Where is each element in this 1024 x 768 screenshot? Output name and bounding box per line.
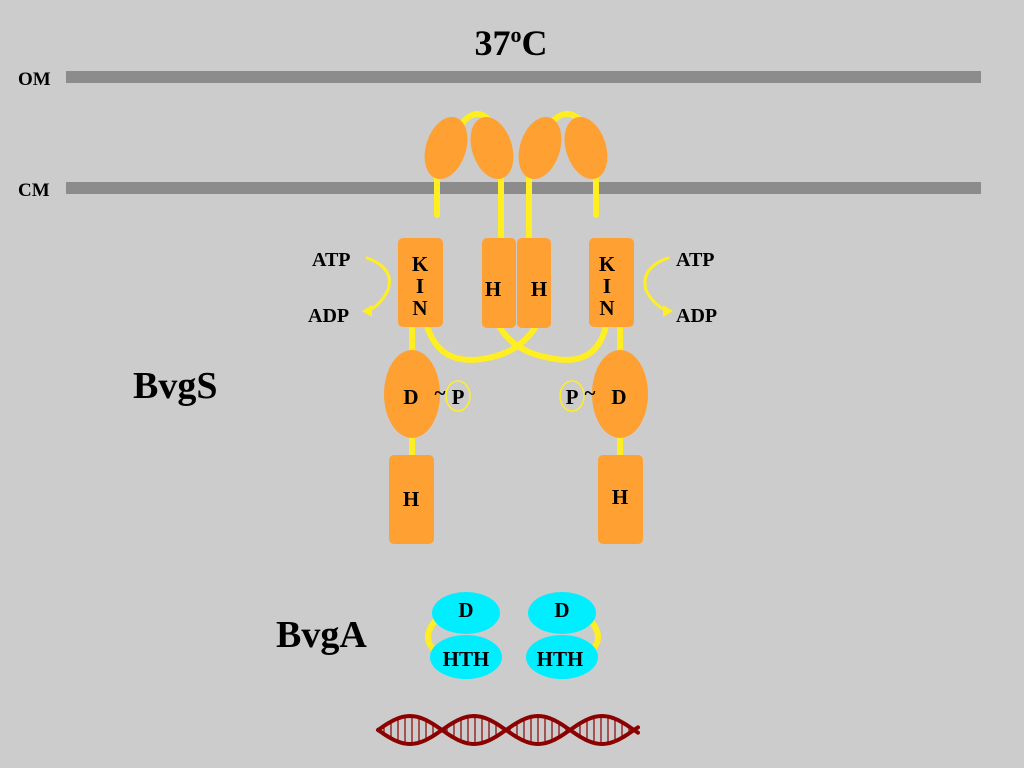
outer-membrane (66, 71, 981, 83)
phosphate-circle-right (559, 380, 585, 412)
adp-label-right: ADP (676, 305, 717, 327)
bvga-hth-label-left: HTH (443, 647, 490, 671)
bvgs-label: BvgS (133, 365, 217, 407)
atp-label-right: ATP (676, 249, 715, 271)
adp-label-left: ADP (308, 305, 349, 327)
hpt-upper-label-right: H (531, 277, 547, 301)
inner-membrane-label: CM (18, 180, 50, 201)
periplasmic-domain-3 (518, 116, 562, 180)
kinase-domain-right (589, 238, 634, 327)
bvga-receiver-label-left: D (458, 598, 473, 622)
temperature-title: 37oC (475, 22, 548, 63)
bvga-receiver-left (432, 592, 500, 634)
bvga-hth-label-right: HTH (537, 647, 584, 671)
tilde-left: ~ (435, 381, 446, 405)
dna-strand-2 (376, 713, 640, 747)
atp-arrow-left (365, 256, 391, 313)
bvga-hth-right (526, 635, 598, 679)
periplasmic-domain-4 (564, 116, 608, 180)
bvga-dimer: D HTH D HTH (425, 592, 601, 679)
phosphate-circle-left (445, 380, 471, 412)
hpt-upper-label-left: H (485, 277, 501, 301)
atp-arrowhead-right (663, 305, 673, 317)
kinase-letter-i: I (416, 274, 424, 298)
kinase-letter-n-right: N (599, 296, 614, 320)
bvga-receiver-right (528, 592, 596, 634)
atp-label-left: ATP (312, 249, 351, 271)
left-protomer: K I N H D ~ P H ATP ADP (308, 238, 516, 544)
kinase-letter-k-right: K (599, 252, 616, 276)
receiver-domain-left (384, 350, 440, 438)
hpt-lower-label-left: H (403, 487, 419, 511)
cross-linker-right (496, 323, 609, 363)
atp-arrowhead-left (362, 305, 372, 317)
bvga-hth-left (430, 635, 502, 679)
kinase-domain-left (398, 238, 443, 327)
hpt-upper-domain-left (482, 238, 516, 328)
periplasmic-domain-1 (424, 116, 468, 180)
outer-membrane-label: OM (18, 69, 51, 90)
periplasmic-domains (424, 116, 608, 180)
dna-helix (376, 713, 640, 747)
hpt-lower-domain-left (389, 455, 434, 544)
bvga-label: BvgA (276, 614, 367, 656)
bvga-receiver-label-right: D (554, 598, 569, 622)
receiver-label-right: D (611, 385, 626, 409)
kinase-letter-n: N (412, 296, 427, 320)
atp-arrow-right (643, 256, 670, 313)
tilde-right: ~ (585, 381, 596, 405)
hpt-upper-domain-right (517, 238, 551, 328)
cross-linker-left (424, 323, 539, 363)
kinase-letter-k: K (412, 252, 429, 276)
linker-group (365, 110, 670, 459)
receiver-label-left: D (403, 385, 418, 409)
dna-strand-1 (376, 713, 640, 747)
hpt-lower-label-right: H (612, 485, 628, 509)
kinase-letter-i-right: I (603, 274, 611, 298)
right-protomer: H K I N D ~ P H ATP ADP (517, 238, 717, 544)
receiver-domain-right (592, 350, 648, 438)
hpt-lower-domain-right (598, 455, 643, 544)
periplasmic-domain-2 (470, 116, 514, 180)
phosphate-label-left: P (452, 385, 465, 409)
phosphate-label-right: P (566, 385, 579, 409)
inner-membrane (66, 182, 981, 194)
